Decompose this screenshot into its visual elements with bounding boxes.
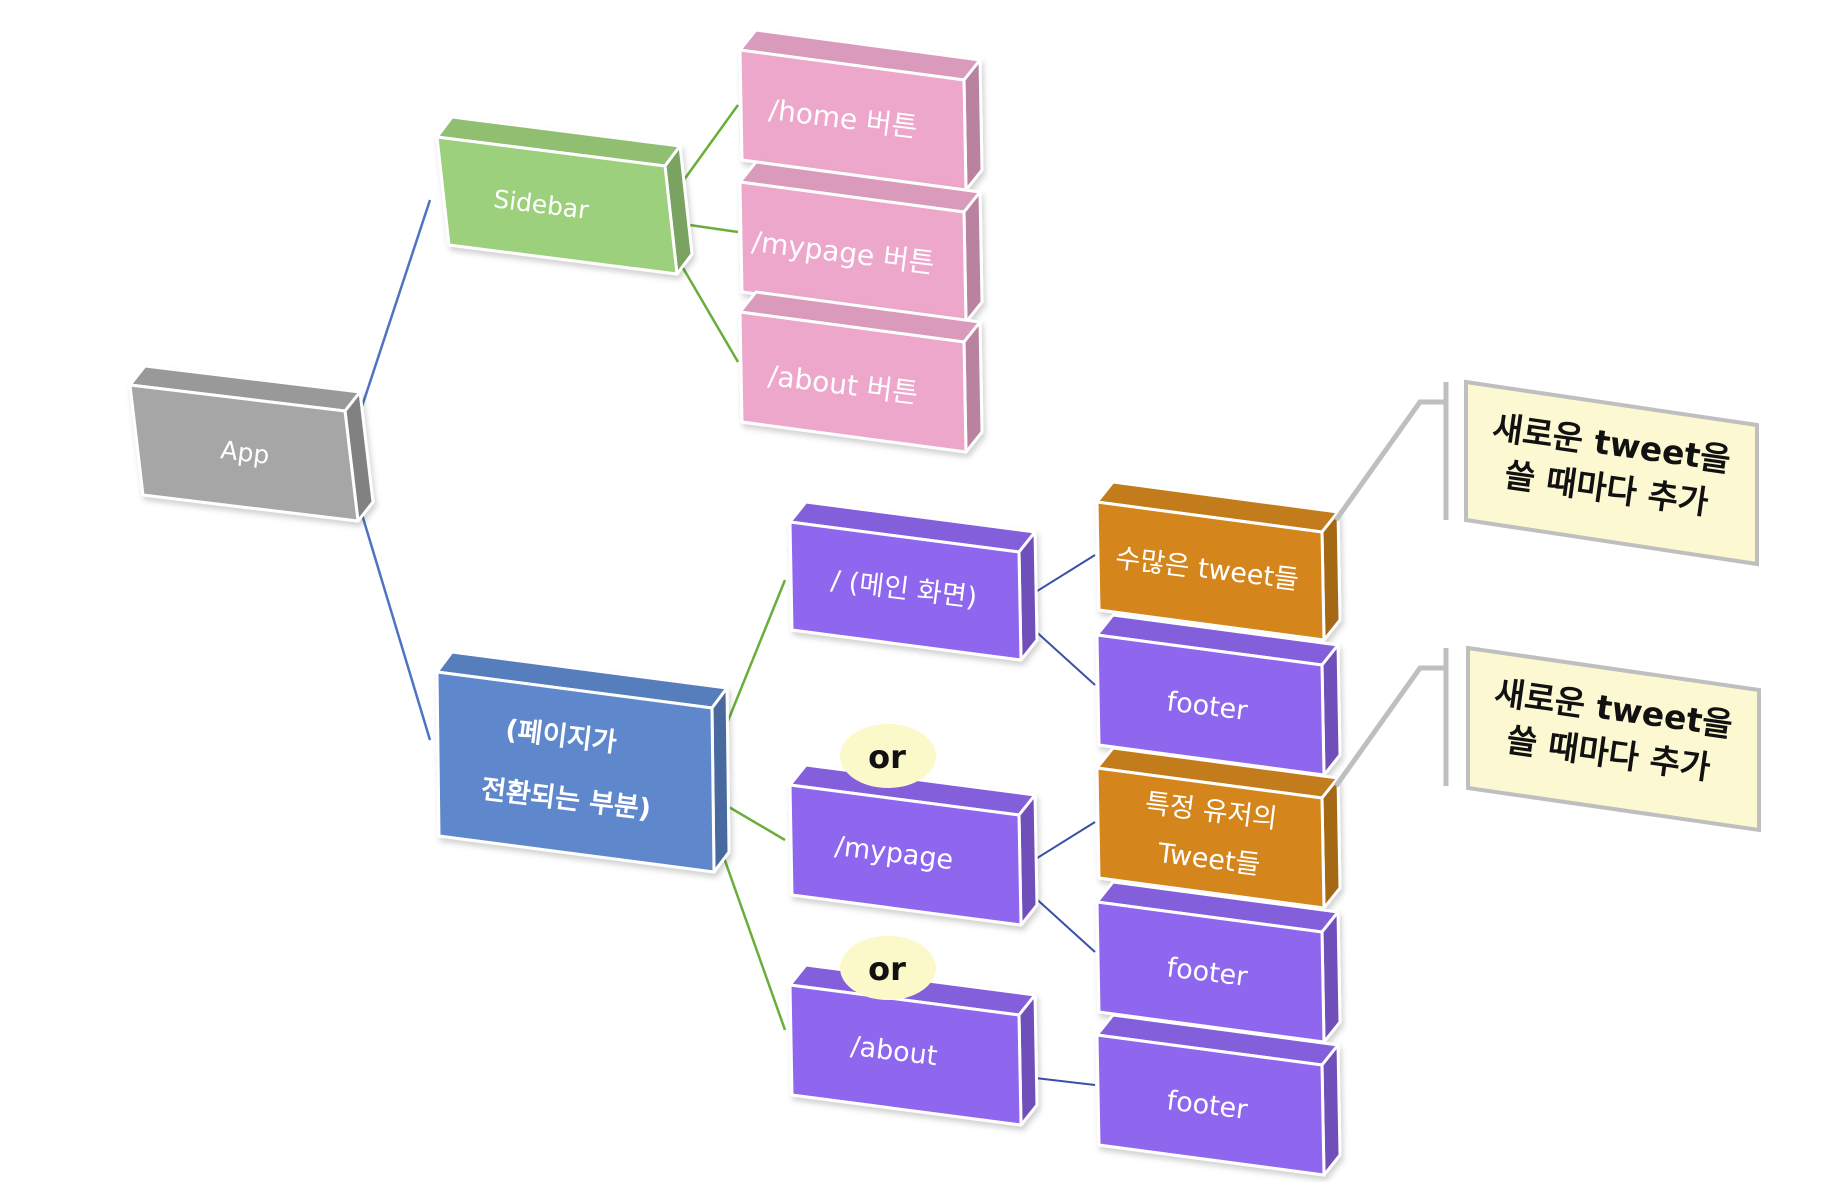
app-node-front bbox=[128, 383, 360, 523]
about-footer-node: footer bbox=[1095, 1013, 1342, 1177]
note-2: 새로운 tweet을 쓸 때마다 추가 bbox=[1466, 645, 1761, 833]
app-node: App bbox=[128, 364, 375, 523]
or-badge-2: or bbox=[840, 936, 936, 1000]
page-area-node: (페이지가 전환되는 부분) bbox=[435, 650, 731, 874]
user-tweets-node-front bbox=[1095, 766, 1326, 910]
user-tweets-node: 특정 유저의 Tweet들 bbox=[1095, 746, 1342, 910]
callout-line-1 bbox=[1333, 399, 1446, 522]
route-mypage-node: /mypage bbox=[788, 763, 1039, 927]
route-main-node: / (메인 화면) bbox=[788, 500, 1039, 662]
app-node-label: App bbox=[219, 435, 271, 470]
about-footer-node-front bbox=[1095, 1033, 1326, 1177]
main-tweets-node-front bbox=[1095, 500, 1326, 642]
note-1-box bbox=[1464, 379, 1759, 567]
note-1: 새로운 tweet을 쓸 때마다 추가 bbox=[1464, 379, 1759, 567]
about-button-node: /about 버튼 bbox=[738, 290, 984, 454]
home-button-node: /home 버튼 bbox=[738, 28, 984, 192]
page-area-node-front bbox=[435, 670, 716, 874]
callouts bbox=[1333, 382, 1449, 788]
route-about-node-front bbox=[788, 983, 1023, 1127]
route-main-node-front bbox=[788, 520, 1023, 662]
sidebar-node-front bbox=[435, 135, 679, 276]
about-button-node-front bbox=[738, 310, 968, 454]
or-badge-2-bubble bbox=[840, 936, 936, 1000]
note-2-box bbox=[1466, 645, 1761, 833]
or-badge-1-label: or bbox=[868, 738, 906, 776]
mypage-footer-node: footer bbox=[1095, 880, 1342, 1044]
sidebar-node: Sidebar bbox=[435, 115, 694, 276]
or-badge-1: or bbox=[840, 724, 936, 788]
callout-line-2 bbox=[1333, 665, 1446, 788]
main-tweets-node: 수많은 tweet들 bbox=[1095, 480, 1342, 642]
or-badge-2-label: or bbox=[868, 950, 906, 988]
route-mypage-node-front bbox=[788, 783, 1023, 927]
mypage-button-node: /mypage 버튼 bbox=[738, 160, 984, 324]
or-badge-1-bubble bbox=[840, 724, 936, 788]
